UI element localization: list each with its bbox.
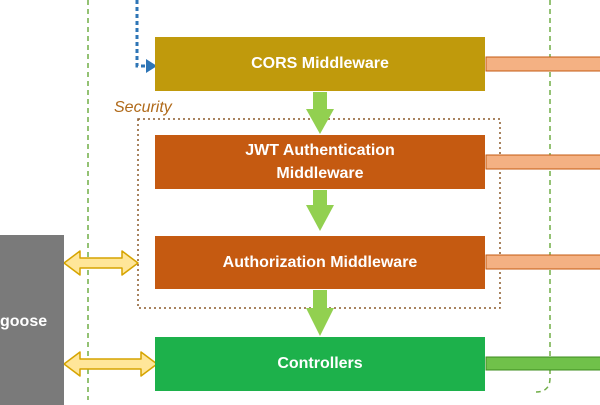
side-arrow-cors — [485, 56, 600, 72]
external-datastore-box — [0, 235, 64, 405]
double-arrow-authz — [63, 250, 139, 276]
authorization-middleware-label: Authorization Middleware — [222, 253, 418, 271]
controllers-label: Controllers — [277, 355, 363, 373]
controllers-box: Controllers — [155, 337, 485, 391]
cors-middleware-box: CORS Middleware — [155, 37, 485, 91]
cors-middleware-label: CORS Middleware — [251, 55, 389, 73]
app-container-border — [87, 0, 551, 400]
incoming-dotted-arrowhead — [146, 59, 157, 73]
jwt-authentication-middleware-label: JWT Authentication Middleware — [245, 141, 395, 182]
external-datastore-label: goose — [0, 313, 48, 330]
flow-arrow-jwt-to-authz — [306, 190, 334, 231]
security-group-label: Security — [114, 99, 172, 116]
authorization-middleware-box: Authorization Middleware — [155, 236, 485, 289]
side-arrow-jwt — [485, 154, 600, 170]
flow-arrow-authz-to-controllers — [306, 290, 334, 336]
side-arrow-controllers — [485, 356, 600, 371]
jwt-authentication-middleware-box: JWT Authentication Middleware — [155, 135, 485, 189]
incoming-dotted-arrow — [135, 0, 146, 68]
double-arrow-controllers — [63, 351, 158, 377]
flow-arrow-cors-to-jwt — [306, 92, 334, 134]
side-arrow-authz — [485, 254, 600, 270]
